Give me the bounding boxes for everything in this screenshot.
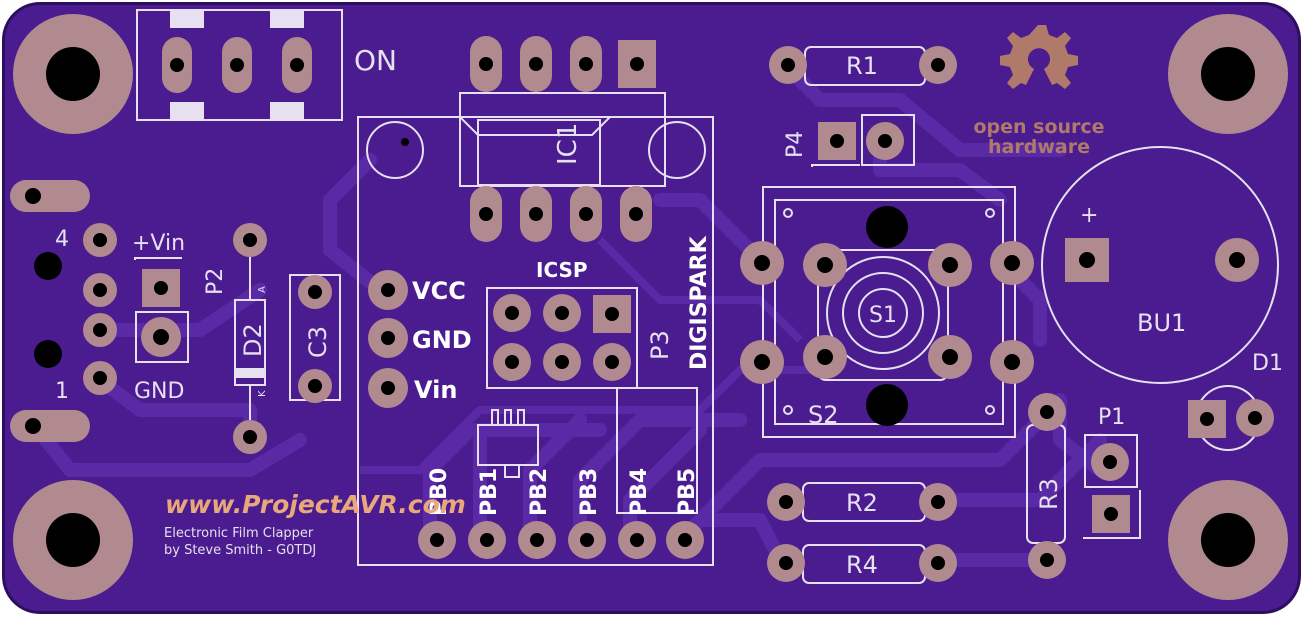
pin-pb3-label: PB3 [577, 468, 602, 516]
header-p4 [811, 114, 915, 167]
pin-pb4-label: PB4 [627, 468, 652, 516]
ref-bu1: BU1 [1137, 309, 1186, 337]
pin-pb5-label: PB5 [675, 468, 700, 516]
led-d1 [1188, 385, 1274, 451]
pin-vin-label: Vin [414, 376, 457, 404]
pushbutton-s2 [740, 186, 1034, 438]
ref-d1: D1 [1252, 351, 1283, 376]
pin-pb1-label: PB1 [477, 468, 502, 516]
ic1-footprint [459, 36, 666, 242]
icsp-label: ICSP [536, 258, 588, 282]
mounting-hole [1168, 480, 1288, 600]
resistor-r3 [1026, 393, 1066, 579]
digispark-label: DIGISPARK [687, 235, 712, 370]
digispark-outline [357, 116, 714, 566]
mounting-hole [1168, 14, 1288, 134]
resistor-r4 [767, 544, 957, 584]
ref-p1: P1 [1098, 405, 1125, 430]
pin-1-label: 1 [55, 379, 69, 404]
website-label: www.ProjectAVR.com [165, 490, 466, 519]
credit-line-1: Electronic Film Clapper [164, 526, 314, 541]
pin-pb0-label: PB0 [427, 468, 452, 516]
pin-4-label: 4 [55, 227, 69, 252]
osh-text-line2: hardware [988, 136, 1090, 158]
ref-p3: P3 [646, 330, 674, 360]
credit-line-2: by Steve Smith - G0TDJ [164, 543, 316, 558]
ref-s1: S1 [869, 303, 897, 328]
switch-label: ON [354, 44, 397, 77]
pin-vcc-label: VCC [412, 277, 466, 305]
capacitor-c3 [289, 274, 341, 403]
power-switch [136, 9, 343, 121]
gnd-label: GND [134, 379, 184, 404]
regulator-footprint [477, 387, 698, 514]
power-jack-footprint [10, 180, 117, 442]
via [401, 138, 409, 146]
vin-terminal [134, 257, 189, 363]
port-pin-pads [418, 521, 704, 559]
pin-pb2-label: PB2 [527, 468, 552, 516]
ref-p4: P4 [783, 131, 808, 158]
ref-r1: R1 [846, 52, 878, 80]
ref-r2: R2 [846, 489, 878, 517]
digispark-hole-marker [366, 121, 424, 179]
vin-label: +Vin [132, 231, 185, 256]
mounting-hole [13, 480, 133, 600]
ref-r4: R4 [846, 551, 878, 579]
ref-r3: R3 [1035, 478, 1063, 510]
ref-s2: S2 [808, 401, 839, 429]
svg-text:+: + [1080, 203, 1098, 228]
header-p1 [1083, 434, 1141, 539]
diode-anode-mark: A [257, 286, 268, 293]
trace-thin [597, 237, 803, 343]
osh-gear-icon [1000, 25, 1078, 89]
resistor-r2 [767, 482, 957, 522]
digispark-hole-marker [648, 121, 706, 179]
icsp-header [486, 287, 638, 389]
osh-text-line1: open source [973, 116, 1104, 138]
pin-gnd-label: GND [412, 326, 472, 354]
mounting-hole [13, 14, 133, 134]
resistor-r1 [769, 46, 957, 86]
power-pin-pads [368, 270, 408, 408]
ref-d2: D2 [239, 323, 267, 357]
buzzer-bu1: + [1041, 146, 1279, 384]
ref-ic1: IC1 [553, 123, 583, 165]
ref-c3: C3 [304, 326, 332, 358]
diode-cathode-mark: K [257, 390, 268, 397]
diode-d2 [233, 223, 267, 454]
ref-p2: P2 [203, 268, 228, 295]
